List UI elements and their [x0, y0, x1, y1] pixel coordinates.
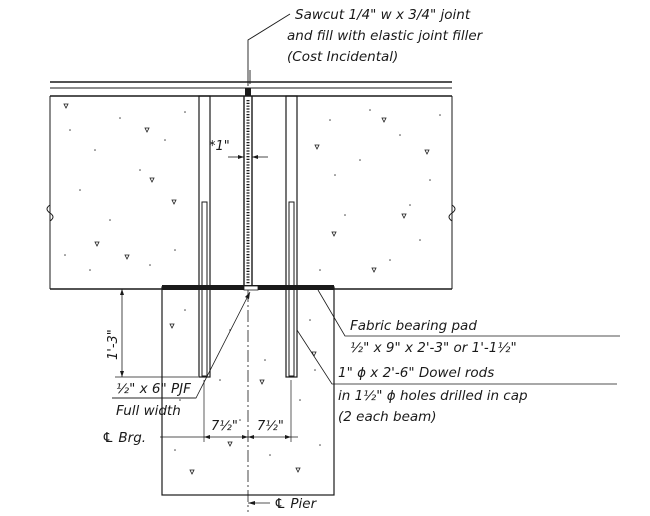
depth-dimension: [115, 288, 198, 378]
gap-dimension: [228, 155, 268, 159]
pjf-note-line2: Full width: [116, 403, 181, 419]
joint-note-line3: (Cost Incidental): [287, 49, 398, 65]
dowel-note-line1: 1" ϕ x 2'-6" Dowel rods: [338, 365, 494, 381]
pad-leader: [317, 289, 620, 337]
dowel-note-line2: in 1½" ϕ holes drilled in cap: [338, 388, 528, 404]
pad-note-line2: ½" x 9" x 2'-3" or 1'-1½": [350, 340, 517, 356]
joint-note-line1: Sawcut 1/4" w x 3/4" joint: [295, 7, 471, 23]
sawcut-joint: [243, 88, 253, 286]
gap-dim-label: *1": [209, 139, 230, 154]
aggregate-triangles: [63, 103, 430, 475]
left-offset-label: 7½": [211, 419, 238, 434]
pad-note-line1: Fabric bearing pad: [350, 318, 477, 334]
pjf-note-line1: ½" x 6" PJF: [116, 381, 191, 397]
dowel-leader: [296, 329, 617, 385]
bearing-centerline-label: ℄ Brg.: [102, 430, 146, 446]
offset-dimensions: [160, 380, 298, 442]
concrete-stipple: [64, 109, 441, 456]
depth-dim-label: 1'-3": [106, 329, 121, 360]
deck-slab: [46, 81, 456, 290]
pjf-filler: [243, 285, 259, 291]
right-offset-label: 7½": [257, 419, 284, 434]
pier-cl-leader: [248, 501, 270, 505]
joint-leader: [247, 13, 291, 86]
pier-centerline-label: ℄ Pier: [274, 496, 318, 512]
dowel-rod-left: [198, 95, 211, 378]
joint-note-line2: and fill with elastic joint filler: [287, 28, 484, 44]
dowel-rod-right: [285, 95, 298, 378]
dowel-note-line3: (2 each beam): [338, 409, 437, 425]
